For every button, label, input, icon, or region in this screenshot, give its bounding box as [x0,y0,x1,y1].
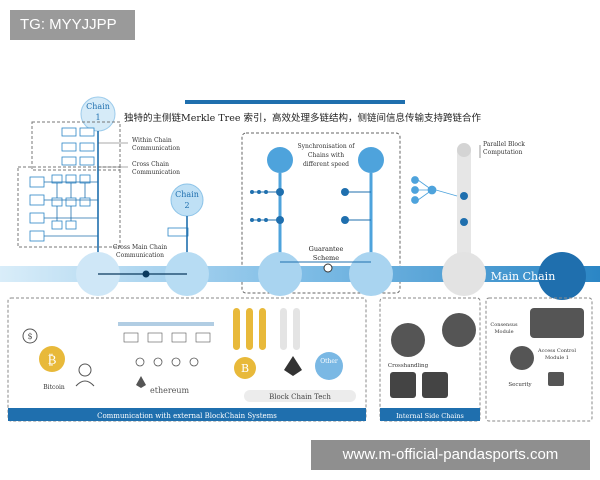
cross-chain-line1: Cross Chain [132,161,169,168]
side-hub-right [442,313,476,347]
ethereum-token [284,356,302,376]
blockchain-tech-label: Block Chain Tech [269,393,331,401]
dollar-icon [22,328,38,344]
cross-chain-nodes [29,174,91,242]
parallel-top [457,143,471,157]
cross-main-line2: Communication [116,252,164,259]
security-panel [485,297,593,422]
within-chain-nodes [61,127,95,166]
people-icons [135,357,199,367]
external-footer-label: Communication with external BlockChain S… [97,412,277,420]
within-chain-box [31,121,121,171]
chain1-num: 1 [95,113,100,122]
within-chain-line1: Within Chain [132,137,172,144]
parallel-tree [411,176,458,204]
cross-chain-links [44,181,98,237]
ethereum-label: ethereum [150,386,190,395]
headline: 独特的主侧链Merkle Tree 索引，高效处理多链结构，侧链间信息传输支持跨… [124,112,481,124]
blockchain-tech-pill [244,390,356,402]
ethereum-ledger [118,322,214,343]
handshake-icon [530,308,584,338]
sync-node-right [358,147,384,173]
parallel-line1: Parallel Block [483,141,525,148]
chain2-block [167,227,189,237]
bitcoin-token [234,357,256,379]
ethereum-icon [136,376,146,388]
internal-footer-label: Internal Side Chains [396,412,464,420]
sync-line2: Chains with [308,152,344,159]
user-icon [78,363,92,377]
user-body-icon [75,380,95,387]
consensus-line2: Module [494,329,513,335]
other-token [315,352,343,380]
sync-node-left [267,147,293,173]
headline-rule [185,100,405,104]
parallel-node-b [460,218,468,226]
consensus-line1: Consensus [490,322,518,328]
chain2-num: 2 [184,201,189,210]
token-pillars [233,308,300,350]
access-line2: Module 1 [545,355,569,361]
key-icon [510,346,534,370]
external-panel [7,297,367,422]
chain1-label: Chain [86,102,110,111]
token-box-a [390,372,416,398]
sync-line1: Synchronisation of [297,143,355,150]
external-footer [8,408,366,421]
sync-branches [250,188,349,224]
cross-chain-line2: Communication [132,169,180,176]
svg-text:₿: ₿ [48,353,57,368]
cross-main-line1: Cross Main Chain [113,244,167,251]
parallel-line2: Computation [483,149,523,156]
within-chain-line2: Communication [132,145,180,152]
bitcoin-coin [39,346,65,372]
crosshandling-hub [391,323,425,357]
main-chain-label: Main Chain [491,270,556,283]
svg-text:$: $ [27,332,32,341]
parallel-pillar [457,145,471,275]
chain2-node [170,183,204,217]
channel-tag: TG: MYYJJPP [10,10,135,40]
chain2-label: Chain [175,190,199,199]
other-label: Other [320,358,338,365]
svg-text:B: B [241,362,249,375]
parallel-node-a [460,192,468,200]
cross-chain-box [17,166,121,248]
internal-footer [380,408,480,421]
lock-icon [548,372,564,386]
crosshandling-label: Crosshandling [388,363,429,369]
bitcoin-label: Bitcoin [43,384,65,391]
guarantee-line1: Guarantee [309,245,344,253]
sync-line3: different speed [303,161,349,168]
security-label: Security [508,382,532,388]
guarantee-line2: Scheme [313,254,339,262]
sync-box [241,132,401,294]
token-box-b [422,372,448,398]
access-line1: Access Control [537,348,576,354]
watermark-url: www.m-official-pandasports.com [311,440,590,470]
